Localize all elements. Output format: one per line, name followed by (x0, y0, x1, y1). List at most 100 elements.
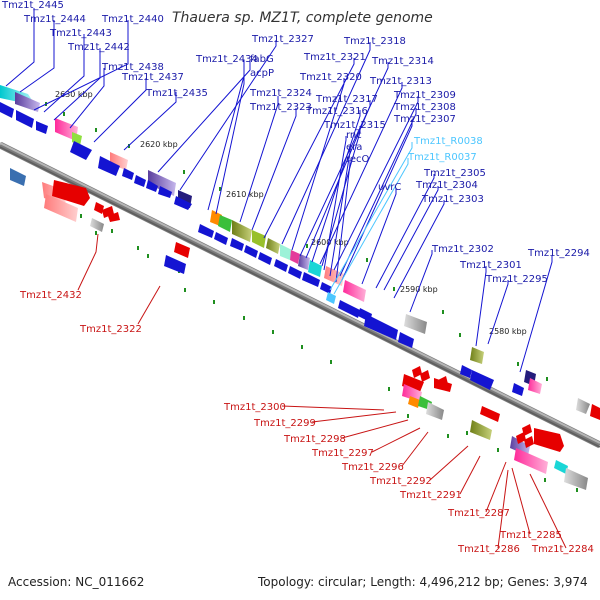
label-Tmz1t_2445: Tmz1t_2445 (1, 0, 64, 11)
label-Tmz1t_2304: Tmz1t_2304 (415, 180, 478, 191)
gene-magenta-2317 (290, 250, 300, 264)
label-Tmz1t_2435: Tmz1t_2435 (145, 88, 208, 99)
gene-olive-2301 (470, 347, 484, 364)
gene-cyan-2315 (308, 260, 322, 277)
scale-ticks: 2630 kbp 2620 kbp 2610 kbp 2600 kbp 2590… (55, 90, 527, 336)
label-Tmz1t_2315: Tmz1t_2315 (323, 120, 386, 131)
scale-tick-2580: 2580 kbp (489, 327, 527, 336)
label-Tmz1t_2327: Tmz1t_2327 (251, 34, 314, 45)
label-Tmz1t_2300: Tmz1t_2300 (223, 402, 286, 413)
gene-pink-2295 (528, 378, 542, 394)
gene-gray-2284b (564, 468, 588, 490)
scale-tick-2630: 2630 kbp (55, 90, 93, 99)
forward-arrows (0, 102, 524, 396)
label-Tmz1t_2318: Tmz1t_2318 (343, 36, 406, 47)
gene-olive-2324 (232, 220, 252, 242)
gene-red-2285 (534, 428, 564, 452)
label-Tmz1t_2297: Tmz1t_2297 (311, 448, 374, 459)
top-label-text: Tmz1t_2445 Tmz1t_2444 Tmz1t_2440 Tmz1t_2… (1, 0, 590, 285)
gene-lime-2323 (252, 230, 266, 248)
label-rnc: rnc (346, 130, 362, 141)
label-Tmz1t_2296: Tmz1t_2296 (341, 462, 404, 473)
label-Tmz1t_2286: Tmz1t_2286 (457, 544, 520, 555)
label-Tmz1t_2316: Tmz1t_2316 (305, 106, 368, 117)
top-gene-labels (5, 8, 553, 373)
label-Tmz1t_2317: Tmz1t_2317 (315, 94, 378, 105)
label-Tmz1t_2314: Tmz1t_2314 (371, 56, 434, 67)
label-Tmz1t_2443: Tmz1t_2443 (49, 28, 112, 39)
gene-green-acpP (218, 215, 232, 232)
label-Tmz1t_2324: Tmz1t_2324 (249, 88, 312, 99)
label-Tmz1t_2295: Tmz1t_2295 (485, 274, 548, 285)
label-fabG: fabG (250, 54, 274, 65)
label-Tmz1t_2438: Tmz1t_2438 (101, 62, 164, 73)
scale-tick-2620: 2620 kbp (140, 140, 178, 149)
gene-salmon-rnc (324, 266, 344, 286)
label-Tmz1t_2299: Tmz1t_2299 (253, 418, 316, 429)
label-Tmz1t_2434: Tmz1t_2434 (195, 54, 258, 65)
gene-red-2432 (52, 180, 90, 206)
label-Tmz1t_2292: Tmz1t_2292 (369, 476, 432, 487)
map-title: Thauera sp. MZ1T, complete genome (172, 10, 433, 26)
gene-orange-2298 (408, 396, 420, 408)
label-Tmz1t_R0037: Tmz1t_R0037 (407, 152, 477, 163)
label-era: era (346, 142, 362, 153)
gene-cyan-2284 (554, 460, 568, 474)
gene-olive-2291 (470, 420, 492, 440)
bottom-gene-leaders (77, 233, 567, 549)
gene-purple-2287 (510, 436, 530, 456)
gene-red-2292 (480, 406, 500, 422)
label-Tmz1t_2284: Tmz1t_2284 (531, 544, 594, 555)
label-Tmz1t_2309: Tmz1t_2309 (393, 90, 456, 101)
rna-marker (326, 292, 336, 304)
gene-gray-2430 (90, 218, 104, 232)
gene-blue-2322b (164, 255, 186, 274)
gene-red-2292b (590, 404, 600, 420)
gene-red-2322 (174, 242, 190, 258)
genome-backbone (0, 141, 600, 449)
label-Tmz1t_2301: Tmz1t_2301 (459, 260, 522, 271)
gene-pink-2286 (514, 448, 548, 474)
accession-text: Accession: NC_011662 (8, 575, 144, 589)
label-Tmz1t_2432: Tmz1t_2432 (19, 290, 82, 301)
gene-purple-2434 (148, 170, 176, 196)
gene-salmon-2432b (44, 194, 78, 222)
label-Tmz1t_R0038: Tmz1t_R0038 (413, 136, 483, 147)
label-Tmz1t_2303: Tmz1t_2303 (421, 194, 484, 205)
gene-olive-2321 (266, 238, 280, 254)
label-Tmz1t_2322: Tmz1t_2322 (79, 324, 142, 335)
label-Tmz1t_2444: Tmz1t_2444 (23, 14, 86, 25)
label-Tmz1t_2285: Tmz1t_2285 (499, 530, 562, 541)
gene-gray-2302 (404, 314, 427, 334)
scale-tick-2610: 2610 kbp (226, 190, 264, 199)
label-Tmz1t_2307: Tmz1t_2307 (393, 114, 456, 125)
gene-steel-a (10, 168, 26, 186)
gene-mint-2320 (280, 244, 292, 260)
rna-leaders (329, 142, 413, 295)
gene-pink-2299 (402, 384, 422, 402)
gene-pink-era (343, 280, 366, 302)
gene-gray-2293 (576, 398, 590, 414)
label-uvrC: uvrC (378, 182, 401, 193)
label-Tmz1t_2294: Tmz1t_2294 (527, 248, 590, 259)
label-Tmz1t_2302: Tmz1t_2302 (431, 244, 494, 255)
label-recO: recO (346, 154, 370, 165)
label-Tmz1t_2323: Tmz1t_2323 (249, 102, 312, 113)
bottom-label-text: Tmz1t_2432 Tmz1t_2322 Tmz1t_2300 Tmz1t_2… (19, 290, 594, 555)
label-Tmz1t_2308: Tmz1t_2308 (393, 102, 456, 113)
genome-summary-text: Topology: circular; Length: 4,496,212 bp… (257, 575, 588, 589)
label-Tmz1t_2291: Tmz1t_2291 (399, 490, 462, 501)
label-Tmz1t_2305: Tmz1t_2305 (423, 168, 486, 179)
forward-strand-genes (0, 85, 600, 420)
label-Tmz1t_2440: Tmz1t_2440 (101, 14, 164, 25)
gene-purple-2316 (298, 254, 310, 270)
label-Tmz1t_2313: Tmz1t_2313 (369, 76, 432, 87)
label-Tmz1t_2298: Tmz1t_2298 (283, 434, 346, 445)
gene-purple-2444 (15, 92, 40, 112)
label-Tmz1t_2442: Tmz1t_2442 (67, 42, 130, 53)
label-Tmz1t_2320: Tmz1t_2320 (299, 72, 362, 83)
gene-gray-2296 (426, 402, 444, 420)
gene-red-2431 (94, 202, 104, 214)
label-Tmz1t_2437: Tmz1t_2437 (121, 72, 184, 83)
